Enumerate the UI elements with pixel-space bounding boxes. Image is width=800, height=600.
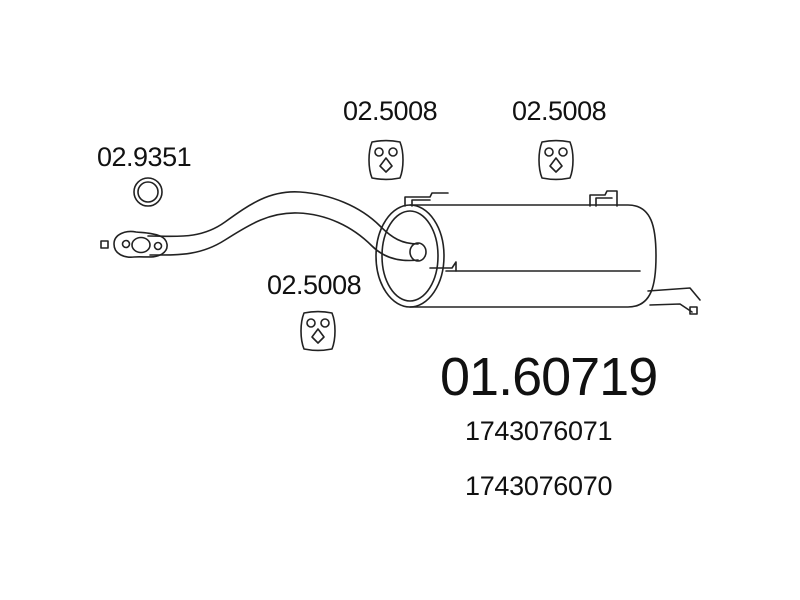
tailpipe (647, 287, 701, 315)
rubber-hanger-rear (538, 139, 574, 181)
gasket-ring (133, 177, 163, 207)
main-part-number: 01.60719 (440, 347, 658, 407)
oe-number-1: 1743076071 (465, 416, 613, 446)
front-flange (100, 230, 168, 258)
silencer-hanger-rods (404, 190, 618, 272)
hanger-rear-label: 02.5008 (512, 96, 607, 126)
rear-silencer (375, 204, 657, 308)
oe-number-2: 1743076070 (465, 471, 613, 501)
gasket-label: 02.9351 (97, 142, 192, 172)
rubber-hanger-mid (300, 310, 336, 352)
rubber-hanger-front (368, 139, 404, 181)
tail-pipe-end-marker (689, 306, 698, 315)
hanger-front-label: 02.5008 (343, 96, 438, 126)
intermediate-pipe (147, 191, 427, 262)
hanger-mid-label: 02.5008 (267, 270, 362, 300)
front-pipe-end-marker (100, 240, 109, 249)
